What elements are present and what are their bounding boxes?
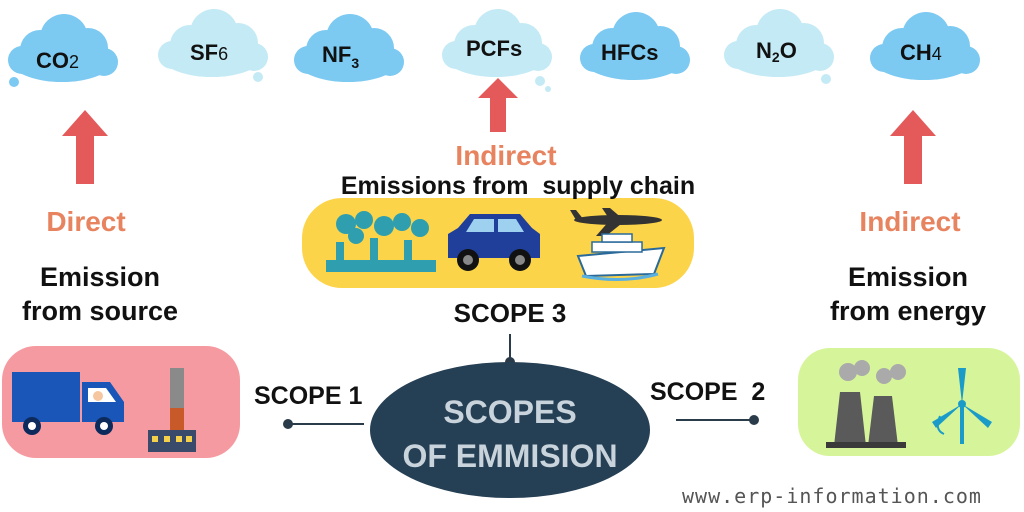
gas-label-n2o: N2O [756,38,797,65]
arrow-up-middle [478,78,518,132]
arrow-up-left [62,110,108,184]
cloud-sf6 [158,9,268,82]
indirect-label-right: Indirect [859,206,961,237]
left-description-line2: from source [21,296,179,326]
city-smoke-icon [326,211,436,272]
connector-lines [283,334,759,429]
center-title-line2: OF EMMISION [402,438,618,474]
center-oval [370,362,650,498]
center-title-line1: SCOPES [443,394,577,430]
scope3-label: SCOPE 3 [453,298,567,328]
gas-label-hfcs: HFCs [601,40,659,65]
scope2-label: SCOPE 2 [650,378,766,406]
scope2-box [798,348,1020,456]
cloud-pcfs [442,9,552,92]
gas-label-nf3: NF3 [322,42,360,71]
cloud-co2 [8,14,118,87]
supply-chain-title: Emissions from supply chain [340,172,696,200]
indirect-label-middle: Indirect [455,140,557,171]
wind-turbine-icon [932,368,992,444]
arrow-up-right [890,110,936,184]
power-plant-icon [826,360,906,448]
scope1-label: SCOPE 1 [254,382,363,410]
direct-label: Direct [46,206,126,237]
factory-icon [148,368,196,452]
gas-label-co2: CO2 [36,48,80,73]
car-icon [448,214,540,271]
ship-icon [576,233,666,282]
cloud-n2o [724,9,834,84]
gas-label-pcfs: PCFs [466,36,523,61]
center-title: SCOPES OF EMMISION [370,390,650,478]
gas-label-ch4: CH4 [900,40,942,65]
right-description-line1: Emission [847,262,969,292]
gas-label-sf6: SF6 [190,40,229,65]
airplane-icon [570,208,662,236]
truck-icon [12,372,124,435]
footer-url[interactable]: www.erp-information.com [682,484,982,508]
right-description-line2: from energy [829,296,987,326]
left-description-line1: Emission [39,262,161,292]
